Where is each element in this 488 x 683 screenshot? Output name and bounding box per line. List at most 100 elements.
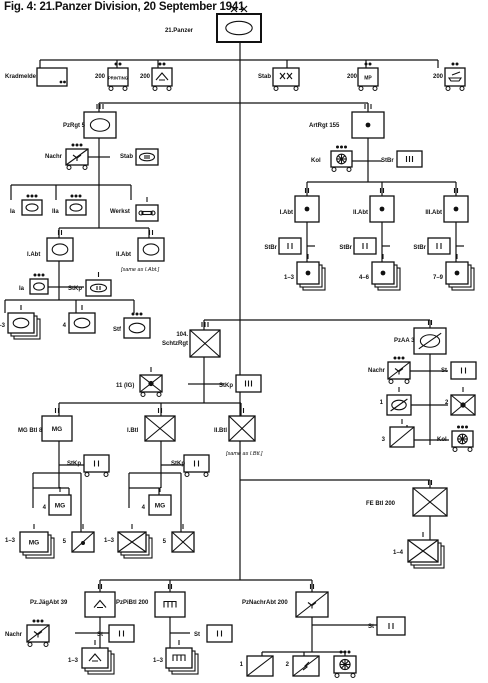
mortar-icon (71, 531, 95, 553)
i-5-coy (171, 524, 195, 553)
label-fe_btl: FE Btl 200 (366, 501, 396, 507)
label-i_btl: I.Btl (127, 428, 139, 434)
label-nachr_st: St (368, 624, 374, 630)
staff-battery-icon (405, 156, 414, 162)
unit-frame (450, 361, 477, 380)
jag-st-unit (108, 624, 135, 643)
signals-icon (295, 591, 329, 618)
label-aa_1: 1 (380, 400, 384, 406)
unit-frame (353, 237, 377, 255)
label-pznachr: PzNachrAbt 200 (242, 600, 288, 606)
artillery-dot-icon (453, 206, 459, 212)
infantry-cross-icon (189, 329, 221, 358)
infantry-gun-icon (450, 394, 476, 416)
staff-battery-icon (287, 243, 293, 249)
staff-battery-icon (436, 243, 442, 249)
unit-frame (19, 531, 49, 553)
armour-oval-icon (89, 118, 111, 132)
recce-icon (390, 398, 408, 412)
wheel-icon (467, 447, 473, 452)
infantry-cross-icon (412, 487, 448, 517)
infantry-cross-icon (117, 531, 147, 553)
artillery-dot-icon (379, 206, 385, 212)
infantry-cross-icon (407, 539, 439, 563)
signals-icon (387, 361, 411, 380)
label-pi_st: St (194, 632, 200, 638)
unit-frame (151, 67, 173, 87)
i-btl (144, 408, 176, 442)
label-aa_2: 2 (445, 400, 449, 406)
wheel-icon (166, 86, 172, 91)
staff-battery-icon (362, 243, 368, 249)
artillery-dot-icon (454, 270, 460, 276)
mg-13-coys-symbol: MG (29, 539, 39, 546)
label-art_stbr_1: StBr (264, 245, 277, 251)
pzaa3-hq (413, 320, 447, 355)
werkst-unit (135, 197, 159, 222)
fe-14-coys (407, 532, 445, 569)
workshop-icon (138, 210, 156, 216)
wheel-icon (184, 472, 190, 477)
label-werkst: Werkst (110, 209, 130, 215)
aa-1-coy (386, 387, 412, 416)
aa-kol-unit (451, 425, 474, 452)
wheel-icon (66, 165, 72, 170)
wheel-icon (273, 86, 279, 91)
label-mp_200: 200 (347, 74, 358, 80)
label-pz_stab: Stab (120, 154, 133, 160)
antitank-icon (93, 599, 107, 609)
unit-frame (165, 647, 193, 669)
label-kradmelde: Kradmelde (5, 74, 37, 80)
art-ii-abt (369, 188, 395, 223)
unit-frame (81, 647, 109, 669)
staff-company-icon (216, 630, 223, 637)
recce-diag-icon (389, 426, 415, 448)
unit-frame (48, 494, 72, 516)
label-i_4: 4 (142, 505, 146, 511)
staff-company-icon (244, 380, 253, 387)
mg-btl-symbol: MG (52, 426, 62, 433)
transport-icon (155, 72, 169, 81)
signals-icon (65, 148, 89, 166)
mg-13-coys: MG (19, 524, 55, 559)
printing-unit-symbol: PRINTING (108, 75, 128, 80)
stab-unit (272, 67, 300, 91)
wheel-icon (108, 86, 114, 91)
unit-frame (427, 237, 451, 255)
infantry-cross-icon (171, 531, 195, 553)
ii-btl (228, 408, 256, 442)
unit-frame (41, 415, 73, 442)
transport-unit (151, 62, 173, 91)
label-pz_i_abt: I.Abt (27, 252, 40, 258)
artillery-dot-icon (304, 206, 310, 212)
unit-frame (7, 312, 35, 334)
unit-frame (29, 278, 49, 295)
unit-frame (108, 624, 135, 643)
staff-company-icon (193, 460, 200, 467)
pz-stkp-unit (85, 272, 112, 297)
division-hq (216, 5, 262, 43)
pi-st-unit (206, 624, 233, 643)
armour-oval-icon (73, 317, 91, 329)
label-mg_stkp: StKp (67, 461, 81, 467)
diagonal-icon (295, 591, 329, 618)
pznachr-abt (295, 584, 329, 618)
staff-company-icon (93, 460, 100, 467)
label-aa_nachr: Nachr (368, 368, 386, 374)
armour-oval-icon (33, 282, 45, 291)
pz-ii-abt (137, 230, 165, 262)
label-pz_stkp: StKp (68, 286, 82, 292)
label-pz_nachr: Nachr (45, 154, 63, 160)
unit-frame (183, 454, 210, 473)
wheel-icon (459, 86, 465, 91)
label-art_stbr_2: StBr (339, 245, 352, 251)
label-art_13: 1–3 (284, 275, 295, 281)
wheel-icon (331, 167, 337, 172)
signals-icon (26, 624, 50, 643)
unit-frame (216, 13, 262, 43)
unit-frame (68, 312, 96, 334)
label-nachr_1: 1 (240, 662, 244, 668)
unit-frame (444, 67, 466, 87)
label-nachr_2: 2 (286, 662, 290, 668)
infantry-cross-icon (228, 415, 256, 442)
